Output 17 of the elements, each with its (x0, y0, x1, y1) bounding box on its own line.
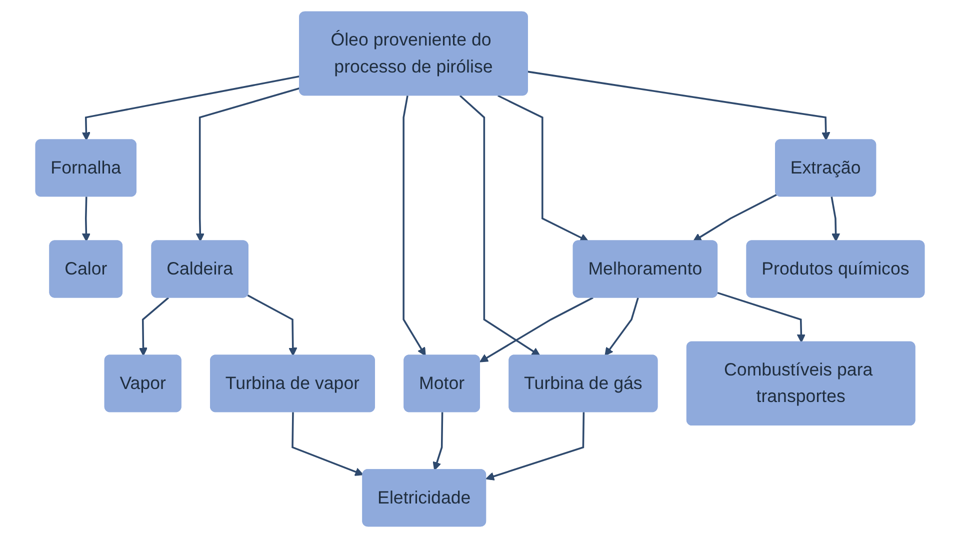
arrow (604, 297, 639, 356)
arrow (402, 95, 426, 356)
arrow (196, 87, 300, 242)
arrow (830, 196, 840, 242)
arrow (82, 75, 300, 141)
arrow (480, 296, 594, 362)
arrow (528, 70, 830, 141)
arrow (459, 94, 540, 356)
arrow (247, 294, 298, 356)
arrow (486, 412, 585, 481)
arrow (692, 194, 778, 242)
arrow (432, 412, 444, 470)
arrow (82, 196, 91, 242)
arrow (138, 297, 170, 356)
arrow (498, 94, 589, 242)
arrow (292, 412, 364, 476)
arrow (717, 292, 806, 343)
